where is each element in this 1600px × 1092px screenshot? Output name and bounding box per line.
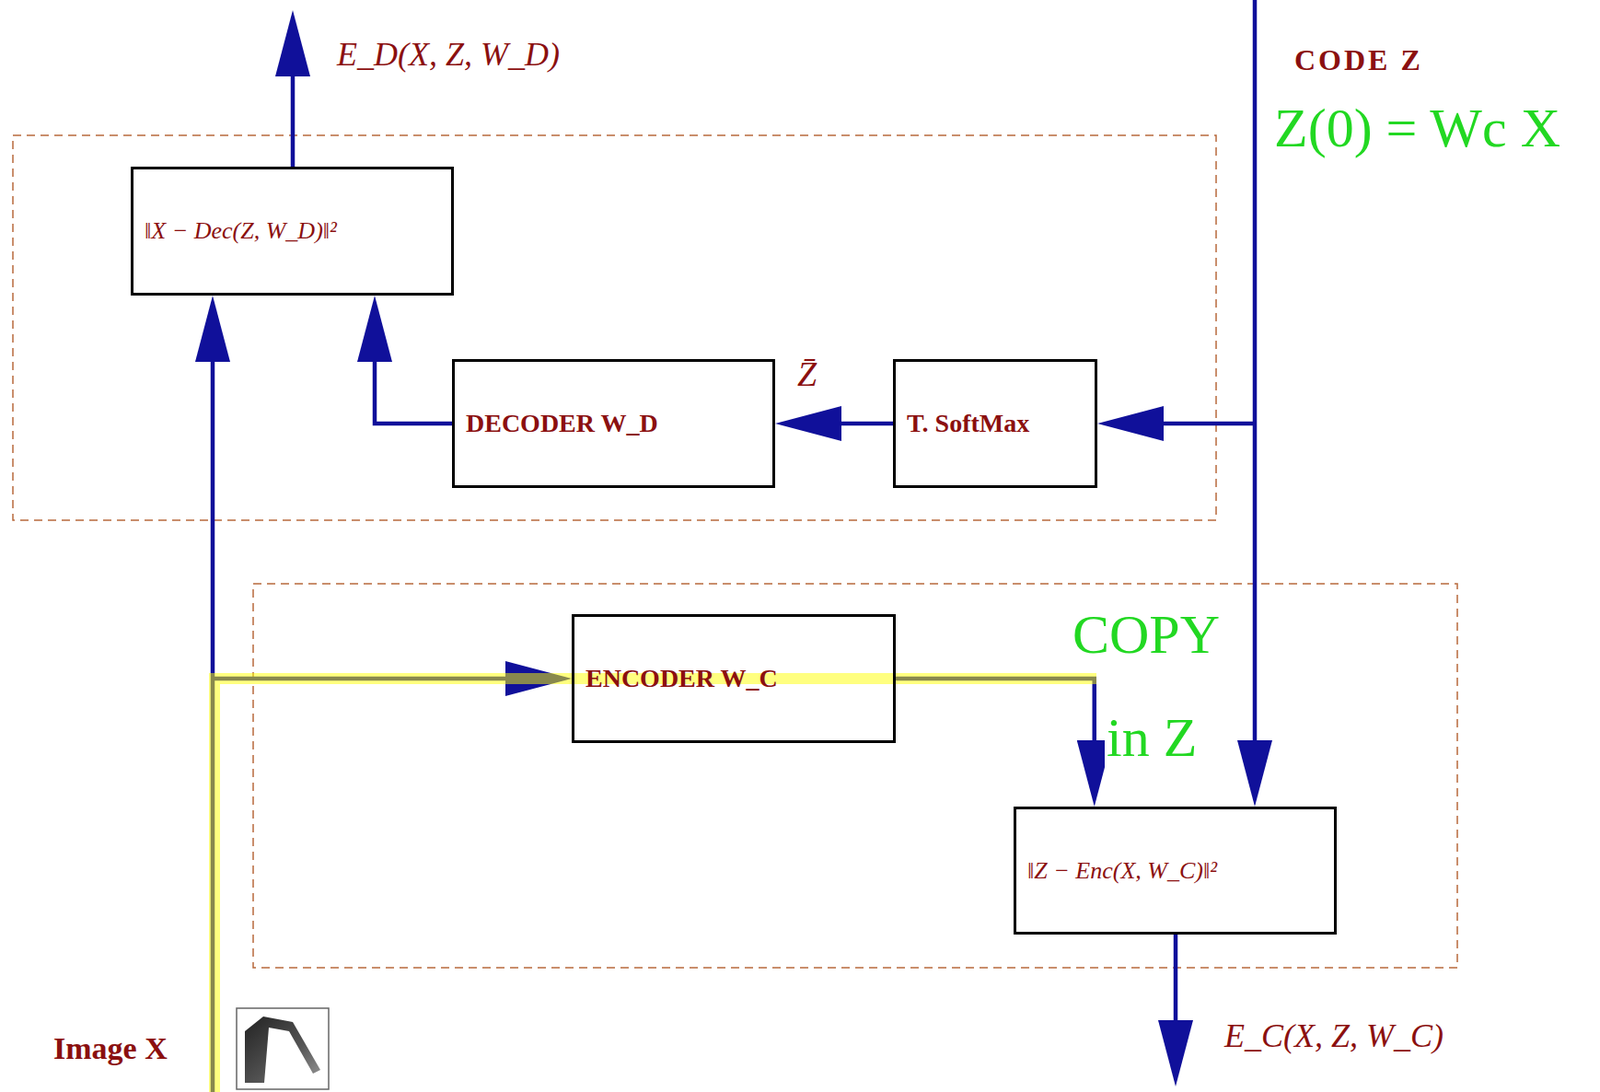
energy-output-wire	[290, 28, 296, 167]
encoder-box: ENCODER W_C	[571, 614, 896, 743]
box-text: ENCODER W_C	[585, 663, 778, 694]
box-text: T. SoftMax	[906, 408, 1030, 439]
encoder-group-frame	[253, 583, 1458, 968]
annotation-note: COPY	[1072, 603, 1220, 665]
annotation-note: in Z	[1104, 707, 1199, 768]
input-thumbnail	[236, 1008, 329, 1090]
box-text: ‖X − Dec(Z, W_D)‖²	[144, 217, 337, 245]
energy-label: E_C(X, Z, W_C)	[1224, 1018, 1444, 1056]
annotation-note: Z(0) = Wc X	[1274, 97, 1561, 159]
softmax-box: T. SoftMax	[892, 359, 1098, 488]
energy-output-wire	[1173, 934, 1179, 1068]
box-text: ‖Z − Enc(X, W_C)‖²	[1027, 857, 1218, 885]
decoder-box: DECODER W_D	[452, 359, 776, 488]
signal-name: CODE Z	[1294, 44, 1424, 77]
code-wire	[1252, 0, 1258, 789]
input-name: Image X	[53, 1031, 168, 1066]
energy-label: E_D(X, Z, W_D)	[336, 36, 560, 74]
signal-arrow	[895, 678, 1095, 789]
energy-box: ‖X − Dec(Z, W_D)‖²	[130, 166, 454, 296]
decoder-group-frame	[12, 135, 1217, 521]
signal-name: Z̄	[797, 355, 817, 395]
box-text: DECODER W_D	[465, 408, 659, 439]
signal-arrow	[374, 313, 453, 424]
energy-box: ‖Z − Enc(X, W_C)‖²	[1013, 806, 1337, 935]
code-branch-wire	[1115, 421, 1255, 427]
signal-arrow	[793, 421, 893, 427]
